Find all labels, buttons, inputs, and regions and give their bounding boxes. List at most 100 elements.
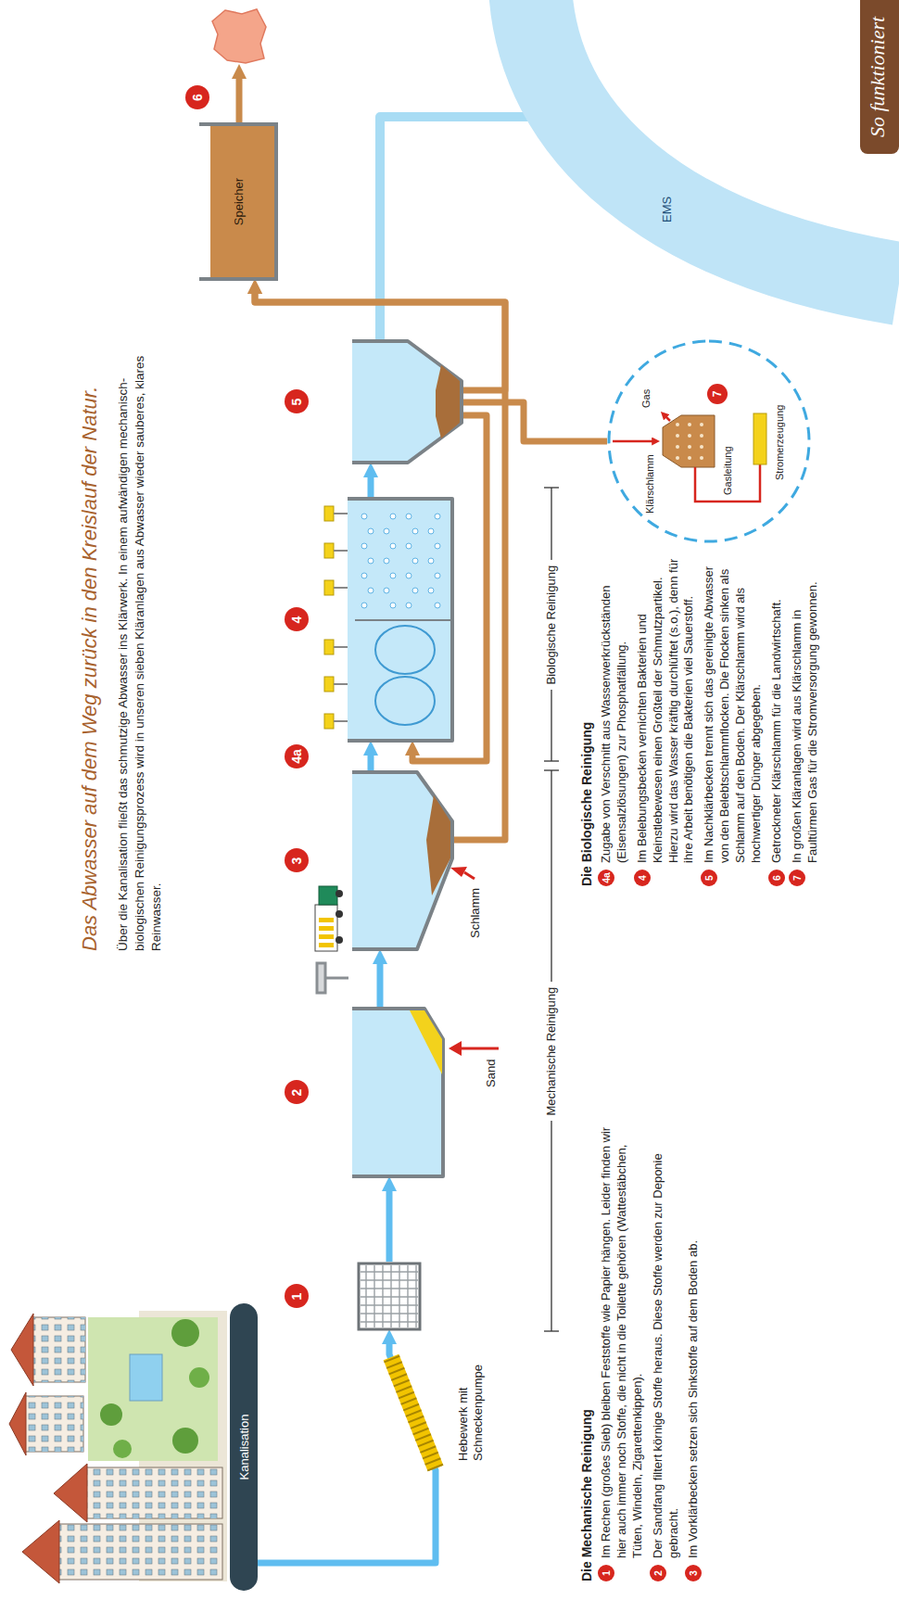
digester-circle-outline bbox=[662, 415, 715, 468]
city-illustration bbox=[11, 1313, 34, 1386]
text-holder: So funktioniert bbox=[865, 16, 890, 138]
section-bracket bbox=[544, 487, 559, 1331]
aeration-tank-outline bbox=[434, 602, 441, 608]
digester-circle-outline bbox=[665, 416, 671, 421]
aerator bbox=[324, 543, 334, 558]
sewer-pipe: Kanalisation bbox=[229, 1303, 258, 1591]
text-holder: 4a bbox=[284, 744, 309, 769]
primary-tank-outline bbox=[352, 770, 455, 951]
node-text: Speicher bbox=[231, 177, 246, 226]
secondary-tank-outline bbox=[435, 365, 460, 439]
flow-connector bbox=[254, 293, 506, 840]
aerator bbox=[324, 580, 334, 596]
city-illustration bbox=[57, 1523, 223, 1580]
digester-circle-outline bbox=[699, 444, 704, 449]
aeration-tank-outline bbox=[361, 513, 368, 520]
aeration-tank-outline bbox=[390, 572, 396, 579]
callout-number: 4 bbox=[284, 607, 309, 633]
callout-number: 6 bbox=[185, 85, 210, 110]
sewer-pipe-outline bbox=[229, 1303, 258, 1591]
text-holder: 3 bbox=[284, 848, 309, 874]
secondary-tank-outline bbox=[352, 341, 462, 463]
digester-circle-outline bbox=[675, 444, 680, 449]
callout-number: 5 bbox=[700, 869, 718, 887]
pointer-arrow bbox=[448, 1040, 462, 1056]
aeration-tank-outline bbox=[383, 557, 390, 564]
description-row: 6Getrockneter Klärschlamm für die Landwi… bbox=[769, 552, 786, 887]
screen-crane bbox=[325, 976, 349, 980]
screen-box-outline bbox=[360, 1295, 418, 1297]
primary-tank-outline bbox=[352, 772, 453, 950]
screen-box-outline bbox=[365, 1265, 367, 1328]
aeration-tank-outline bbox=[428, 528, 434, 534]
pointer-arrow bbox=[450, 866, 468, 877]
digester-circle-outline bbox=[608, 341, 810, 542]
text-holder: Klärschlamm bbox=[644, 454, 656, 514]
city-illustration bbox=[172, 1427, 199, 1454]
callout-number: 2 bbox=[649, 1564, 667, 1582]
truck bbox=[335, 936, 343, 944]
screen-crane bbox=[316, 962, 349, 993]
node-text: Stromerzeugung bbox=[773, 405, 786, 481]
callout-number: 2 bbox=[284, 1080, 309, 1105]
screen-crane bbox=[316, 962, 326, 993]
description-text: Im Belebungsbecken vernichten Bakterien … bbox=[634, 552, 698, 863]
callout-number: 3 bbox=[684, 1564, 702, 1582]
screen-box-outline bbox=[360, 1304, 418, 1305]
flow-connector bbox=[377, 963, 384, 1007]
city-illustration bbox=[113, 1439, 132, 1458]
digester-circle: GasKlärschlammGasleitung7Stromerzeugung bbox=[607, 339, 811, 544]
aeration-tank-outline bbox=[383, 528, 390, 534]
storage-tank-outline bbox=[199, 124, 277, 279]
flow-connector bbox=[257, 1343, 436, 1563]
truck bbox=[315, 886, 343, 951]
text-holder: Sand bbox=[483, 1059, 499, 1088]
aeration-tank-outline bbox=[390, 543, 396, 549]
truck bbox=[318, 942, 334, 948]
text-holder: Stromerzeugung bbox=[773, 405, 786, 481]
field-shape-outline bbox=[212, 9, 266, 64]
screen-box-outline bbox=[356, 1261, 422, 1331]
description-column: Die Biologische Reinigung4aZugabe von Ve… bbox=[579, 552, 822, 887]
callout-number: 7 bbox=[788, 869, 806, 887]
description-row: 4aZugabe von Verschnitt aus Wasserwerkrü… bbox=[598, 552, 631, 887]
screw-pump bbox=[391, 1356, 436, 1469]
storage-tank-outline bbox=[210, 126, 277, 278]
description-row: 4Im Belebungsbecken vernichten Bakterien… bbox=[634, 552, 698, 887]
text-holder: EMS bbox=[659, 196, 674, 223]
description-row: 1Im Rechen (großes Sieb) bleiben Feststo… bbox=[598, 1117, 646, 1582]
callout-number: 1 bbox=[597, 1564, 615, 1582]
aeration-tank-outline bbox=[405, 572, 412, 579]
aeration-tank-outline bbox=[361, 602, 368, 608]
description-text: Getrockneter Klärschlamm für die Landwir… bbox=[769, 552, 786, 863]
part-label: Sand bbox=[483, 1059, 499, 1088]
city-illustration bbox=[129, 1354, 163, 1401]
digester-circle-outline bbox=[687, 444, 692, 449]
section-bracket bbox=[544, 759, 559, 761]
grit-tank-outline bbox=[352, 1008, 444, 1177]
city-illustration bbox=[100, 1403, 123, 1426]
field-shape: 6 bbox=[208, 7, 269, 66]
text-holder: Schlamm bbox=[468, 887, 483, 938]
section-label: Mechanische Reinigung bbox=[543, 981, 560, 1122]
aerator bbox=[324, 676, 334, 692]
aeration-tank-outline bbox=[405, 602, 412, 608]
city-illustration bbox=[31, 1316, 86, 1382]
city-illustration bbox=[57, 1523, 223, 1580]
aeration-tank-outline bbox=[428, 557, 434, 564]
digester-circle-outline bbox=[699, 433, 704, 438]
aeration-tank-outline bbox=[367, 528, 374, 534]
aeration-tank-outline bbox=[361, 572, 368, 579]
city-illustration bbox=[9, 1310, 228, 1583]
node-text: Klärschlamm bbox=[644, 454, 656, 514]
aerator bbox=[324, 506, 334, 729]
text-holder: Gas bbox=[640, 389, 652, 408]
digester-circle-outline bbox=[675, 433, 680, 438]
text-holder: 6 bbox=[185, 85, 210, 110]
primary-tank-outline bbox=[352, 772, 453, 950]
section-heading: Die Mechanische Reinigung bbox=[579, 1117, 595, 1582]
description-text: In großen Kläranlagen wird aus Klärschla… bbox=[789, 552, 822, 863]
screen-box-outline bbox=[360, 1278, 418, 1280]
truck bbox=[315, 904, 338, 951]
